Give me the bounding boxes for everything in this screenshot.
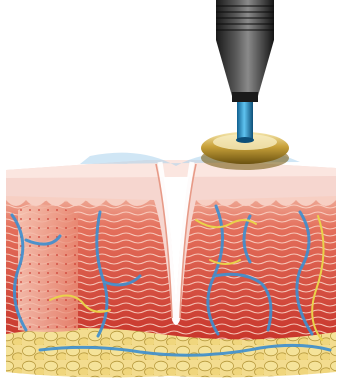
applicator-handle-icon: [216, 0, 274, 102]
applicator-tip-icon: [236, 100, 254, 143]
